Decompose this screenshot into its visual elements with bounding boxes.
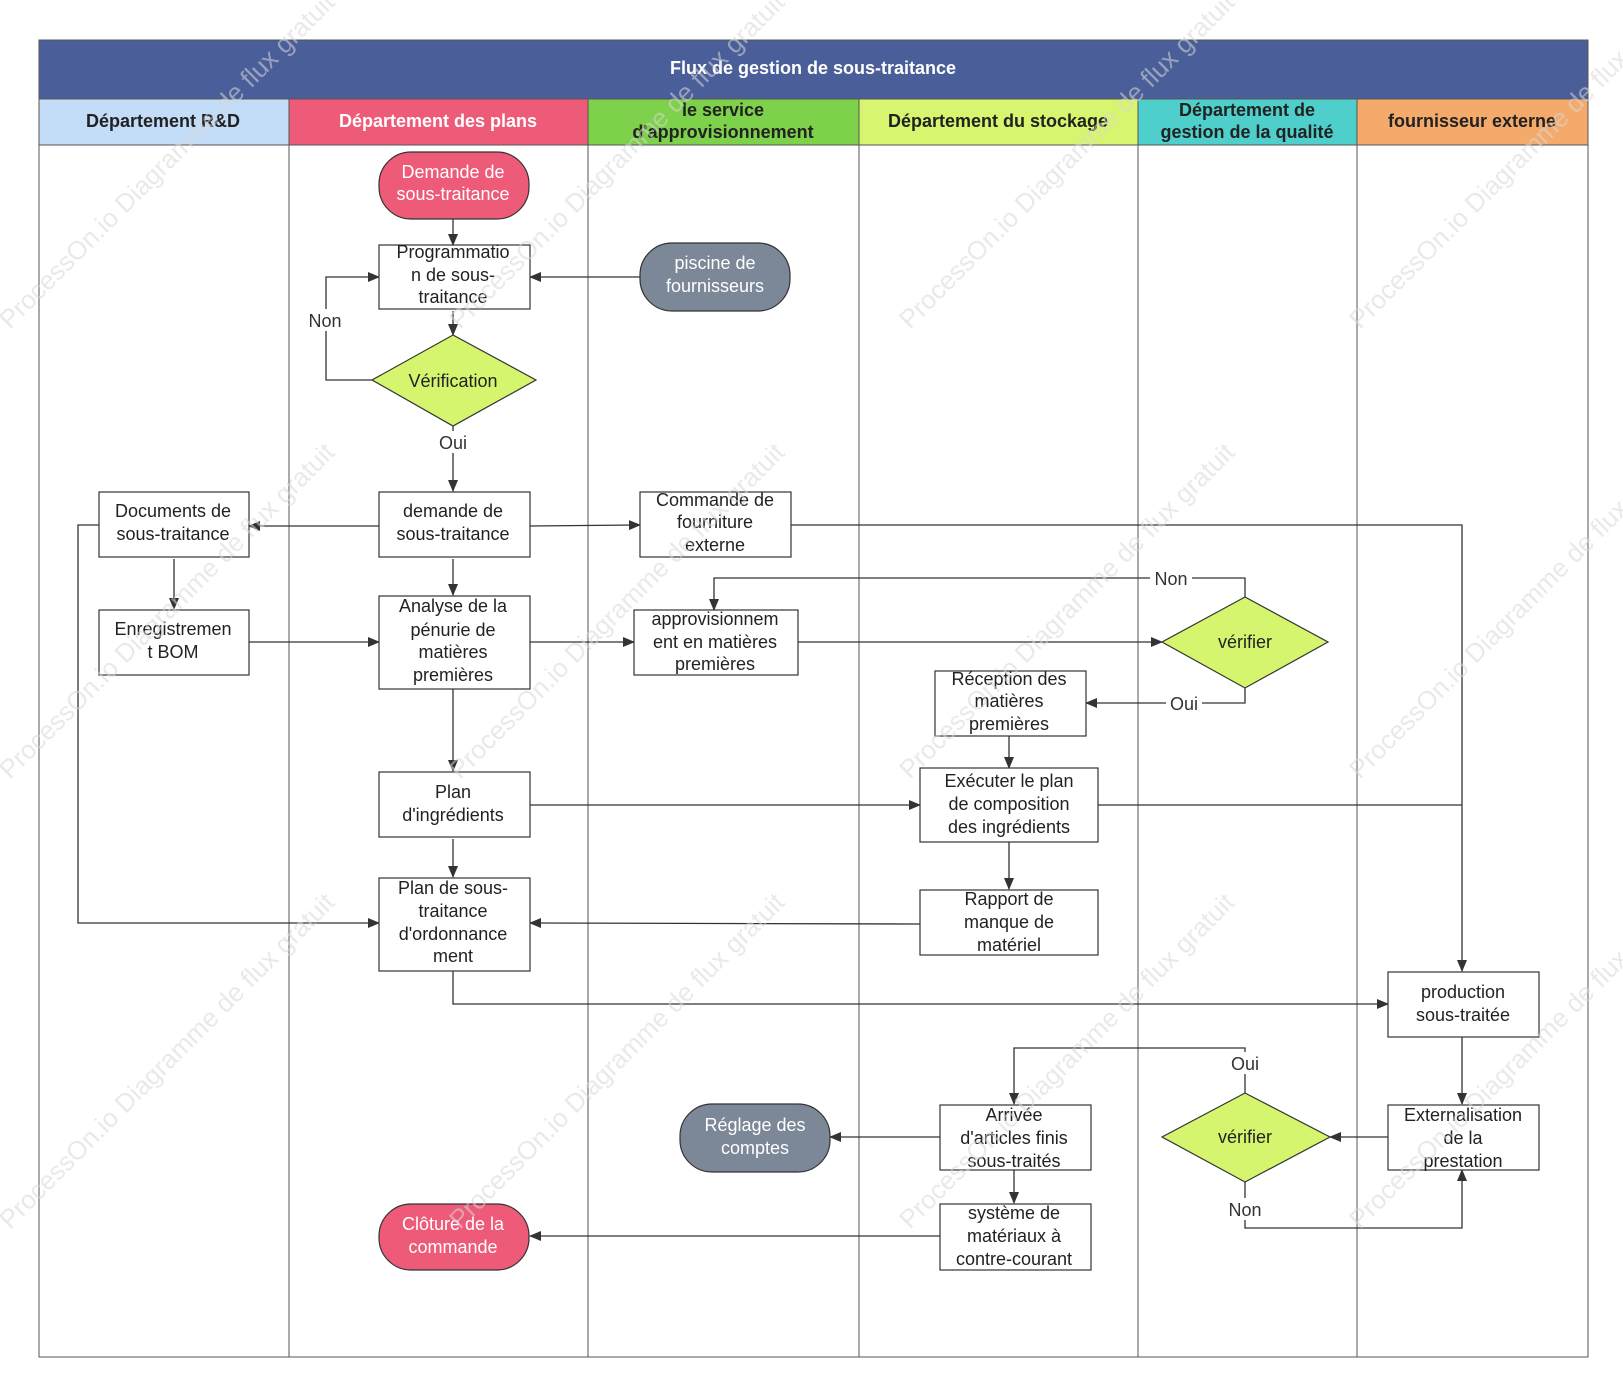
edge-label-non: Non [1154,569,1187,589]
process-box[interactable] [1387,1104,1540,1171]
process-box[interactable] [378,877,531,972]
swimlane-frame: Flux de gestion de sous-traitance Départ… [38,39,1589,1358]
process-box[interactable] [1387,971,1540,1038]
lane-label-rd: Département R&D [86,111,240,131]
edge [1085,688,1246,708]
edge [529,918,921,929]
edge [709,577,1246,611]
start-node[interactable] [378,151,530,220]
edge [529,520,641,531]
decision-verifier-materials[interactable] [1160,596,1330,689]
process-box[interactable] [939,1104,1092,1171]
watermark: ProcessOn.io Diagramme de flux gratuit [1343,887,1623,1235]
process-box[interactable] [378,244,531,310]
lane-header-stock [858,98,1139,146]
lane-body-border [38,144,1589,1358]
lane-header-fournisseur [1356,98,1589,146]
watermark: ProcessOn.io Diagramme de flux gratuit [1343,437,1623,785]
edge-label-oui: Oui [439,433,467,453]
verification-label: Vérification [408,371,497,391]
decision-verifier-products[interactable] [1160,1092,1332,1183]
title-bar [38,39,1589,100]
process-box[interactable] [919,889,1099,956]
end-node[interactable] [378,1203,530,1271]
account-settlement-node[interactable] [679,1103,831,1173]
process-box[interactable] [378,771,531,838]
edge-label-oui: Oui [1231,1054,1259,1074]
process-box[interactable] [633,609,799,676]
connectors [77,219,1467,1241]
supplier-pool-node[interactable] [639,242,791,312]
process-box[interactable] [98,609,250,676]
edge [452,971,1389,1009]
edge-label-oui: Oui [1170,694,1198,714]
edge [791,524,1467,972]
edge [77,524,380,928]
lane-label-stock: Département du stockage [888,111,1108,131]
verifier1-label: vérifier [1218,632,1272,652]
process-box[interactable] [378,595,531,690]
watermark: ProcessOn.io Diagramme de flux gratuit [0,887,341,1235]
process-box[interactable] [98,491,250,558]
process-box[interactable] [378,491,531,558]
lane-label-plans: Département des plans [339,111,537,131]
process-box[interactable] [939,1203,1092,1271]
process-box[interactable] [919,767,1099,843]
edge-label-non: Non [1228,1200,1261,1220]
decision-verification[interactable] [370,334,538,427]
lane-header-qualite [1137,98,1358,146]
diagram-title: Flux de gestion de sous-traitance [670,58,956,78]
process-box[interactable] [934,670,1087,737]
process-box[interactable] [639,491,792,558]
watermark: ProcessOn.io Diagramme de flux gratuit [0,437,341,785]
edge-label-non: Non [308,311,341,331]
verifier2-label: vérifier [1218,1127,1272,1147]
lane-label-fournisseur: fournisseur externe [1388,111,1556,131]
